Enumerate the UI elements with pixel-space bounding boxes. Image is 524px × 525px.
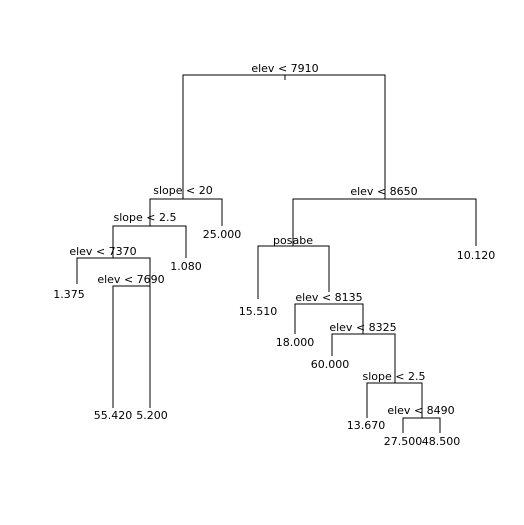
edge-elev-8650 — [292, 198, 477, 246]
edge-root — [182, 74, 386, 199]
edge-slope-20 — [149, 198, 223, 226]
split-label: elev < 8490 — [387, 404, 454, 417]
edge-elev-8135 — [294, 303, 364, 334]
leaf-value: 55.420 — [94, 409, 133, 422]
edge-elev-8325 — [331, 333, 396, 383]
tree-edges — [76, 74, 477, 433]
leaf-labels: 25.000 10.120 1.080 15.510 1.375 18.000 … — [53, 228, 495, 448]
leaf-value: 25.000 — [203, 228, 242, 241]
leaf-value: 1.375 — [53, 288, 85, 301]
split-label: elev < 7370 — [69, 245, 136, 258]
leaf-value: 13.670 — [347, 419, 386, 432]
leaf-value: 10.120 — [457, 249, 496, 262]
split-label: elev < 8135 — [295, 291, 362, 304]
edge-elev-7690 — [112, 285, 151, 408]
split-label: slope < 2.5 — [363, 370, 426, 383]
split-label: elev < 7910 — [251, 62, 318, 75]
split-label: slope < 2.5 — [114, 211, 177, 224]
edge-slope-2-5-left — [112, 225, 187, 258]
split-label: elev < 8650 — [350, 185, 417, 198]
split-label: slope < 20 — [153, 184, 212, 197]
edge-elev-8490 — [402, 417, 441, 433]
leaf-value: 15.510 — [239, 305, 278, 318]
edge-posabe — [257, 245, 330, 299]
edge-slope-2-5-right — [366, 382, 423, 418]
split-label: elev < 7690 — [97, 273, 164, 286]
leaf-value: 48.500 — [422, 435, 461, 448]
leaf-value: 5.200 — [136, 409, 168, 422]
leaf-value: 60.000 — [311, 358, 350, 371]
split-label: posabe — [273, 234, 313, 247]
split-labels: elev < 7910 slope < 20 elev < 8650 slope… — [69, 62, 454, 417]
split-label: elev < 8325 — [329, 321, 396, 334]
leaf-value: 27.500 — [384, 435, 423, 448]
edge-elev-7370 — [76, 257, 151, 286]
leaf-value: 18.000 — [276, 336, 315, 349]
leaf-value: 1.080 — [170, 260, 202, 273]
